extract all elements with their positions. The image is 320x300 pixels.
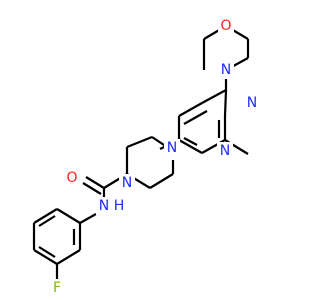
bond: [183, 110, 208, 125]
atom-background: [119, 174, 135, 192]
piperazine-left-nitrogen-label: N: [122, 175, 132, 191]
bond-layer: [32, 25, 250, 279]
piperazine-right-nitrogen-label: N: [167, 140, 177, 156]
bond: [201, 89, 227, 104]
atom-background: [49, 279, 65, 297]
amide-hydrogen-label: H: [114, 198, 125, 214]
bond: [79, 213, 97, 224]
bond: [33, 208, 58, 224]
atom-background: [64, 169, 80, 187]
bond: [178, 102, 203, 117]
bond: [126, 135, 153, 149]
molecule-structure: O N N N N N O N H F: [32, 17, 260, 297]
atom-background: [217, 142, 233, 160]
atom-background: [244, 94, 260, 112]
bond: [33, 249, 58, 265]
bond: [56, 249, 81, 265]
bond: [223, 89, 228, 117]
bond: [149, 173, 174, 189]
carbonyl-oxygen-label: O: [66, 170, 77, 186]
atom-background: [112, 198, 126, 214]
pyrimidine-top-nitrogen-label: N: [247, 95, 257, 111]
bond: [85, 176, 105, 189]
bond: [56, 208, 81, 224]
atom-background: [96, 197, 112, 215]
fluorine-label: F: [53, 280, 61, 296]
morpholine-nitrogen-label: N: [221, 62, 231, 78]
bond: [183, 137, 198, 146]
bond: [38, 246, 56, 258]
bond: [82, 182, 102, 195]
bond: [178, 139, 203, 154]
morpholine-oxygen-label: O: [220, 18, 231, 34]
amide-nitrogen-label: N: [99, 198, 109, 214]
bond: [38, 215, 56, 227]
atom-background: [218, 17, 234, 35]
atom-background: [218, 61, 234, 79]
atom-label-layer: O N N N N N O N H F: [49, 17, 260, 297]
pyrimidine-bottom-nitrogen-label: N: [220, 143, 230, 159]
atom-background: [164, 139, 180, 157]
